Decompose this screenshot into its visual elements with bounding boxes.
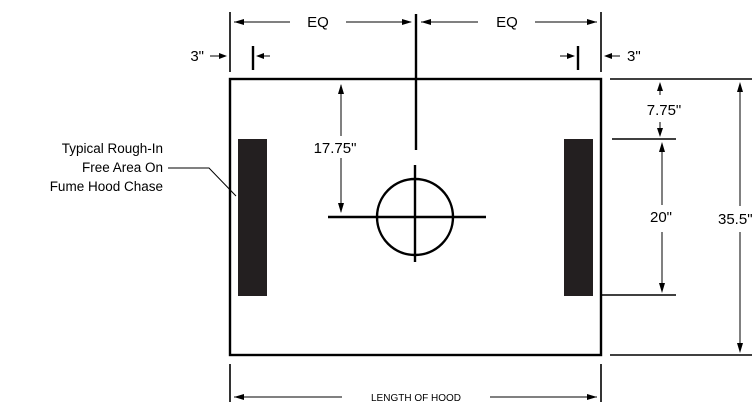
- top-gap-arrow-top: [657, 82, 663, 91]
- length-arrow-left: [234, 394, 244, 400]
- callout-line-3: Fume Hood Chase: [50, 179, 163, 194]
- right-rough-in-slot: [564, 139, 593, 296]
- offset-left-arrow-a: [219, 53, 227, 59]
- overall-height-label: 35.5": [718, 211, 753, 228]
- callout-leader: [168, 167, 237, 197]
- slot-height-arrow-top: [659, 142, 665, 152]
- eq-center-arrow-left: [402, 19, 412, 25]
- callout-line-1: Typical Rough-In: [62, 141, 163, 156]
- eq-right-arrow: [587, 19, 597, 25]
- eq-right-label: EQ: [496, 14, 518, 31]
- center-drop-arrow-top: [338, 84, 344, 94]
- offset-left-arrow-b: [256, 53, 264, 59]
- center-drop-arrow-bottom: [338, 203, 344, 213]
- length-arrow-right: [587, 394, 597, 400]
- slot-height-arrow-bottom: [659, 283, 665, 293]
- eq-left-label: EQ: [307, 14, 329, 31]
- eq-left-arrow: [234, 19, 244, 25]
- eq-center-arrow-right: [421, 19, 431, 25]
- top-gap-arrow-bottom: [657, 128, 663, 137]
- callout-line-2: Free Area On: [82, 160, 163, 175]
- length-label: LENGTH OF HOOD: [371, 393, 461, 404]
- offset-right-arrow-a: [567, 53, 575, 59]
- left-rough-in-slot: [238, 139, 267, 296]
- overall-height-arrow-bottom: [737, 343, 743, 353]
- offset-right-arrow-b: [604, 53, 612, 59]
- slot-height-label: 20": [650, 209, 672, 226]
- top-gap-label: 7.75": [647, 102, 682, 119]
- offset-left-label: 3": [190, 48, 204, 65]
- overall-height-arrow-top: [737, 82, 743, 92]
- center-drop-label: 17.75": [314, 140, 357, 157]
- offset-right-label: 3": [627, 48, 641, 65]
